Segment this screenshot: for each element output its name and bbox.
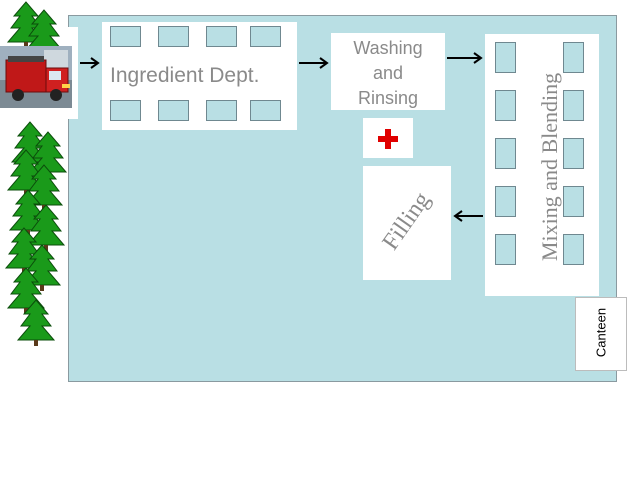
flow-arrow-ingredient-to-washing xyxy=(299,57,329,69)
red-cross-icon xyxy=(378,129,398,149)
filling-room: Filling xyxy=(363,166,451,280)
mixing-blending-label: Mixing and Blending xyxy=(537,72,562,262)
mixing-blending-room: Mixing and Blending xyxy=(485,34,599,296)
first-aid-room xyxy=(363,118,413,158)
ingredient-dept-label: Ingredient Dept. xyxy=(110,64,260,87)
flow-arrow-washing-to-mixing xyxy=(447,52,483,64)
washing-rinsing-label: Washing and Rinsing xyxy=(353,38,423,108)
ingredient-dept-room: Ingredient Dept. xyxy=(102,22,297,130)
filling-label: Filling xyxy=(377,187,436,255)
washing-rinsing-room: Washing and Rinsing xyxy=(331,33,445,110)
canteen-label: Canteen xyxy=(593,307,609,358)
canteen-room: Canteen xyxy=(575,297,627,371)
flow-arrow-mixing-to-filling xyxy=(453,210,483,222)
flow-arrow-entrance xyxy=(80,57,100,69)
fire-truck-icon xyxy=(0,46,72,108)
